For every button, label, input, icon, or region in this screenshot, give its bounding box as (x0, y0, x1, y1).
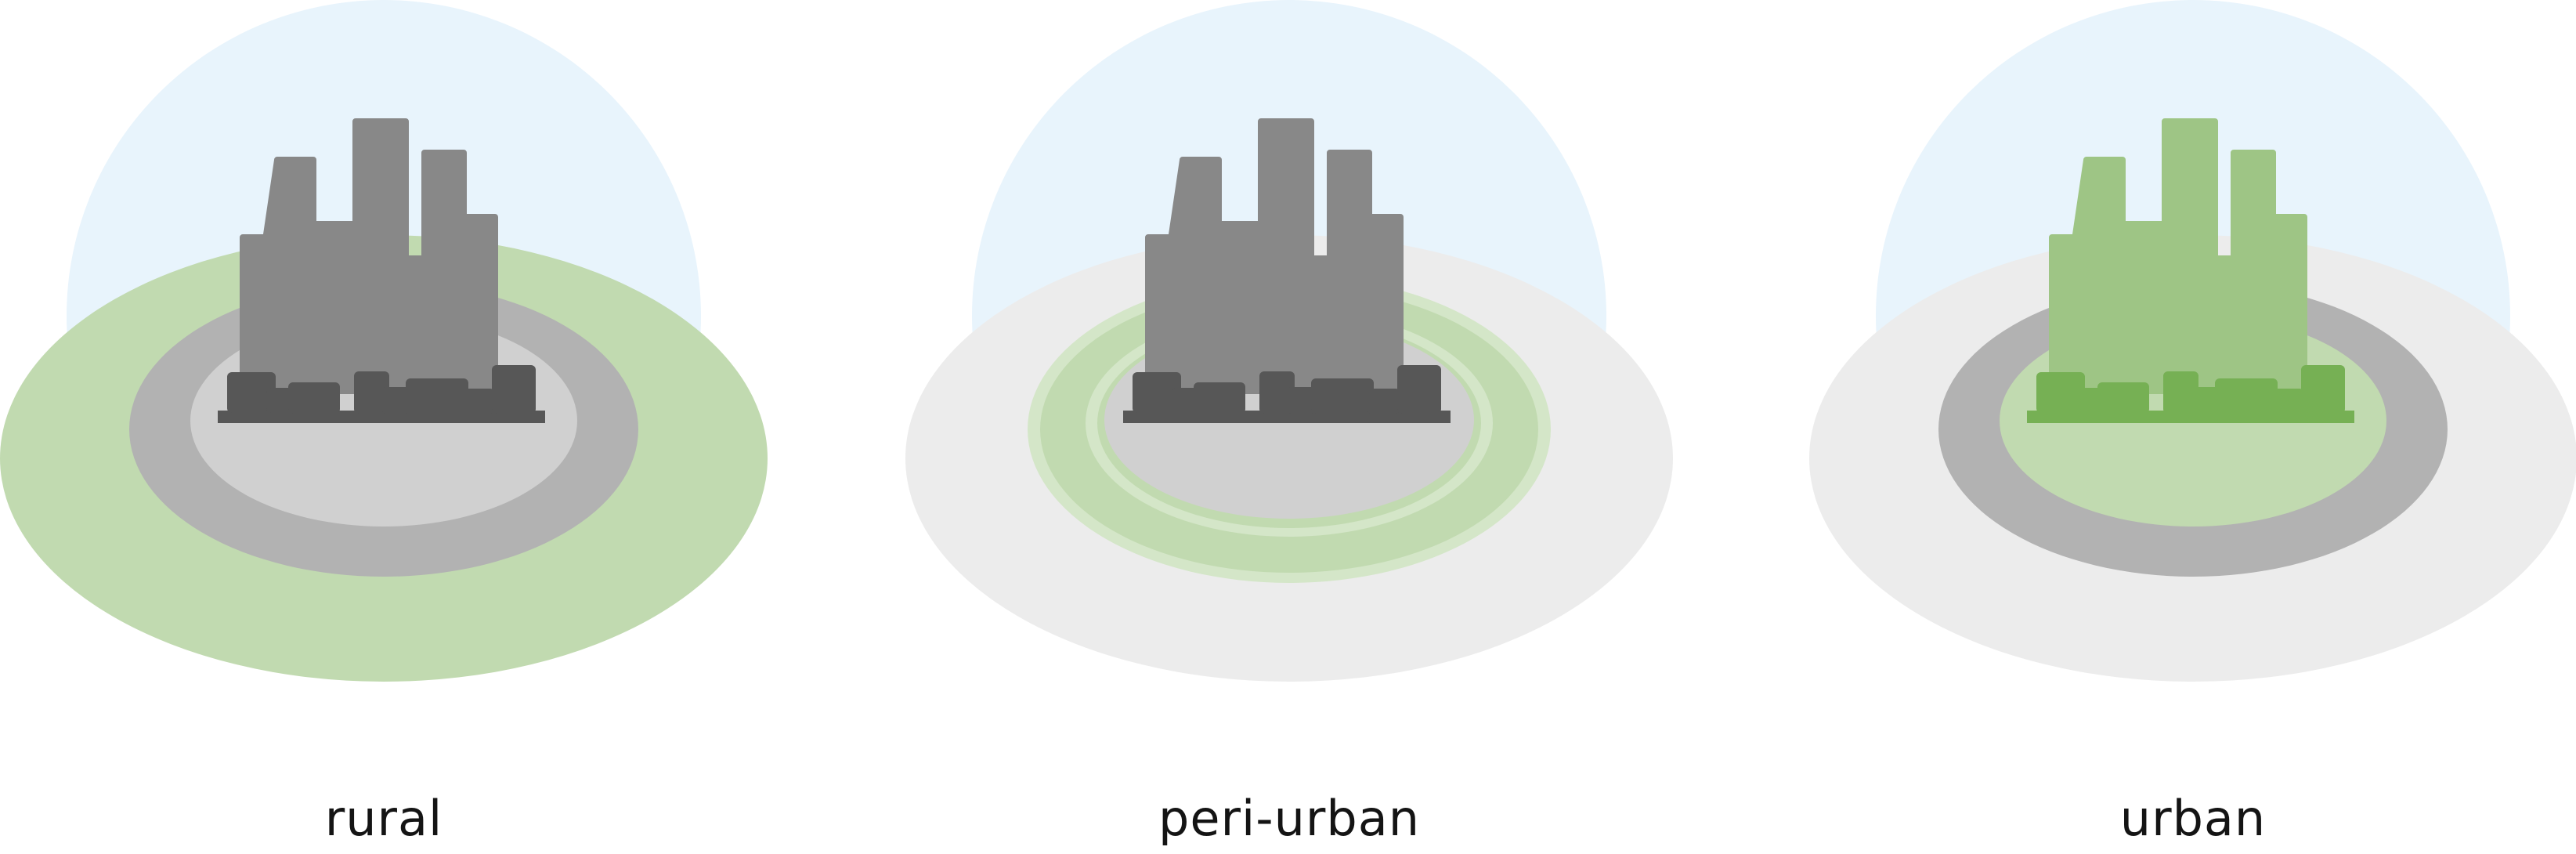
label-rural: rural (324, 790, 443, 847)
city-base-blocks (218, 365, 545, 423)
green-city-skyline (2049, 118, 2307, 394)
label-urban: urban (2119, 790, 2267, 847)
city-base-blocks (1123, 365, 1451, 423)
panel-rural (0, 0, 768, 682)
city-skyline (1145, 118, 1404, 394)
green-city-base-blocks (2027, 365, 2354, 423)
city-skyline (240, 118, 498, 394)
label-peri-urban: peri-urban (1158, 790, 1421, 847)
panel-urban (1809, 0, 2576, 682)
panel-peri-urban (905, 0, 1673, 682)
